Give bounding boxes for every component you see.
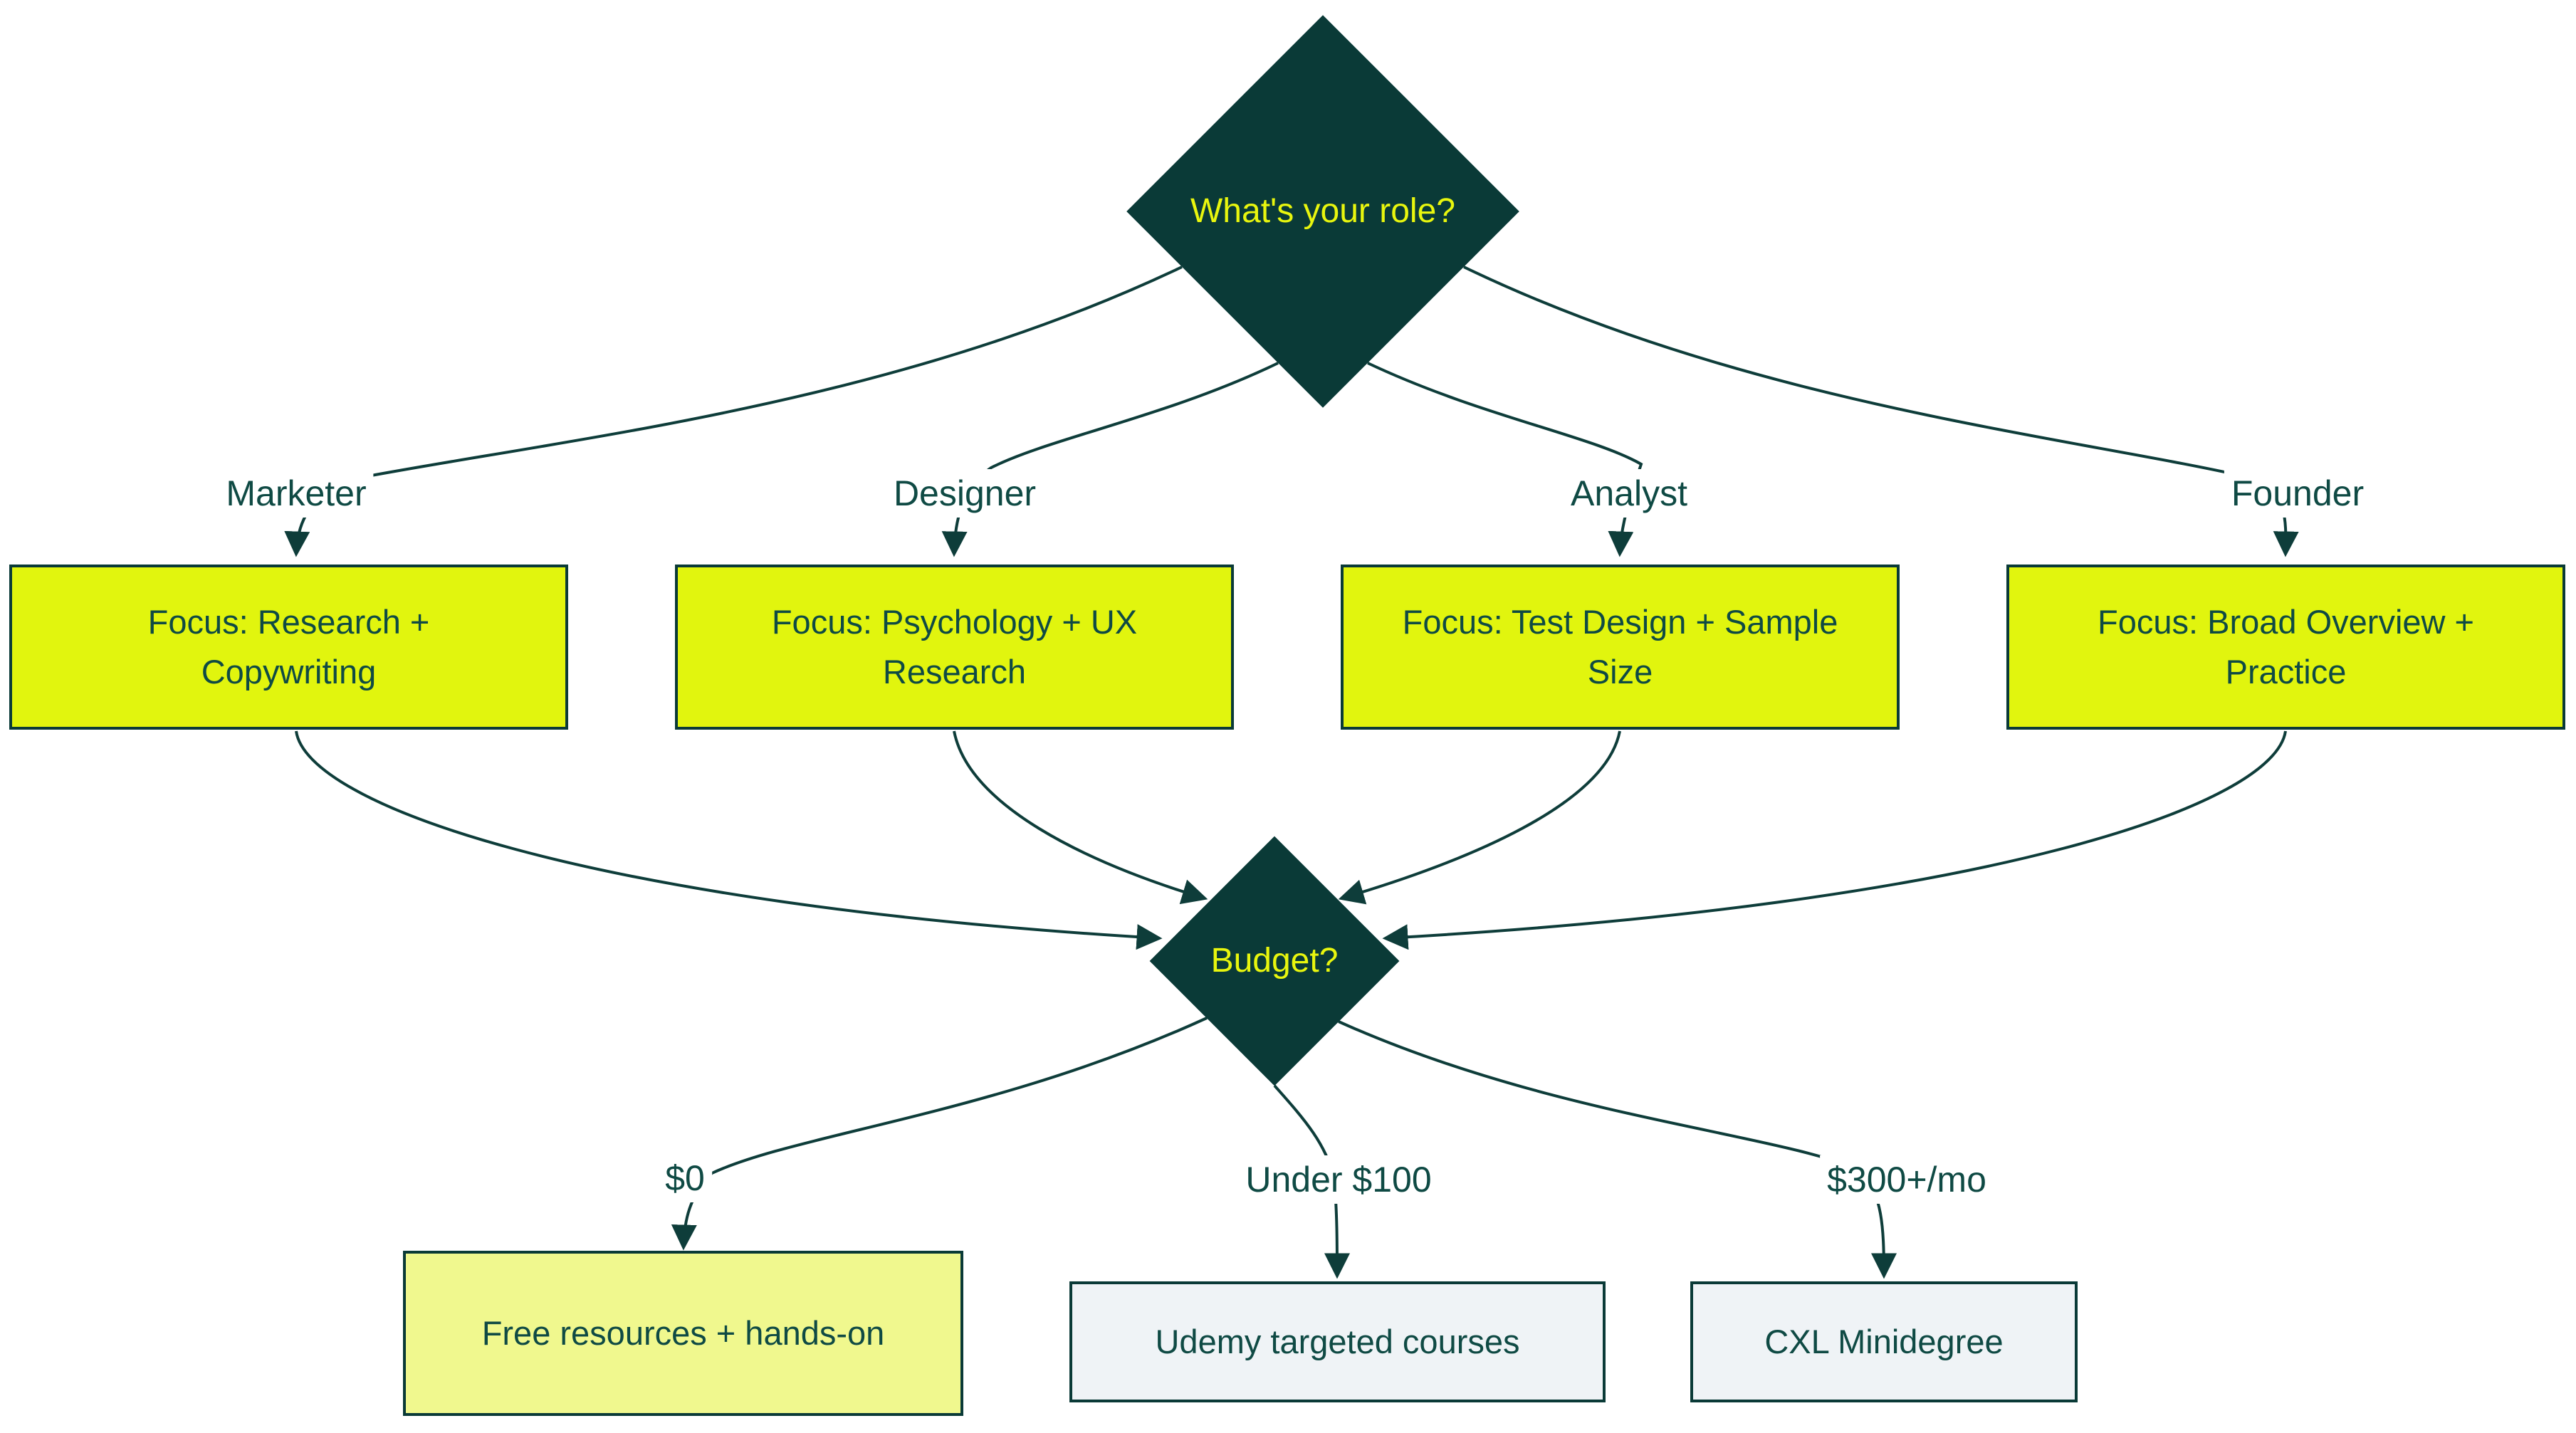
- edge-budget-free: [671, 1017, 1208, 1251]
- edge-role-designer: [941, 362, 1279, 557]
- result-box-udemy: Udemy targeted courses: [1069, 1281, 1606, 1402]
- branch-label-under100: Under $100: [1238, 1155, 1439, 1204]
- focus-box-founder: Focus: Broad Overview + Practice: [2006, 565, 2565, 730]
- branch-label-designer: Designer: [886, 469, 1044, 518]
- branch-label-founder: Founder: [2224, 469, 2372, 518]
- branch-label-300mo: $300+/mo: [1820, 1155, 1994, 1204]
- focus-box-marketer: Focus: Research + Copywriting: [9, 565, 568, 730]
- branch-label-zero: $0: [658, 1154, 712, 1202]
- edge-role-analyst: [1367, 362, 1643, 557]
- edge-focus3-budget: [1338, 730, 1621, 905]
- branch-label-marketer: Marketer: [219, 469, 374, 518]
- edge-focus2-budget: [953, 730, 1208, 905]
- focus-box-analyst: Focus: Test Design + Sample Size: [1341, 565, 1900, 730]
- edge-role-marketer: [284, 266, 1183, 557]
- branch-label-analyst: Analyst: [1564, 469, 1695, 518]
- focus-box-designer: Focus: Psychology + UX Research: [675, 565, 1234, 730]
- decision-budget-label: Budget?: [1210, 942, 1339, 980]
- result-box-free-resources: Free resources + hands-on: [403, 1251, 963, 1416]
- decision-role-label: What's your role?: [1190, 192, 1455, 231]
- edge-focus4-budget: [1382, 730, 2287, 950]
- edge-focus1-budget: [295, 730, 1163, 950]
- edge-budget-cxl: [1338, 1020, 1897, 1279]
- result-box-cxl: CXL Minidegree: [1690, 1281, 2078, 1402]
